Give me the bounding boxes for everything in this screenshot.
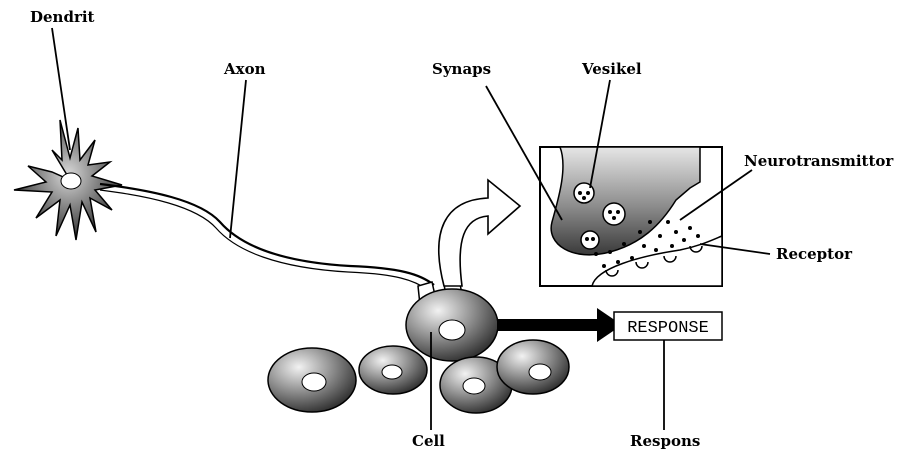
label-cell: Cell (412, 432, 445, 450)
cell-1 (268, 348, 356, 412)
cell-4 (497, 340, 569, 394)
response-box-text: RESPONSE (627, 319, 709, 338)
axon (100, 184, 434, 290)
zoom-arrow (439, 180, 520, 286)
cell-2 (359, 346, 427, 394)
target-cells (268, 289, 569, 413)
synapse-zoom-box (540, 147, 722, 286)
label-synaps: Synaps (432, 60, 491, 78)
response-arrow (497, 308, 622, 342)
response-box: RESPONSE (614, 312, 722, 340)
label-dendrit: Dendrit (30, 8, 95, 26)
cell-main (406, 289, 498, 361)
label-vesikel: Vesikel (581, 60, 642, 78)
label-axon: Axon (223, 60, 266, 78)
label-neurotransmittor: Neurotransmittor (744, 152, 894, 170)
label-receptor: Receptor (776, 245, 853, 263)
label-respons: Respons (630, 432, 700, 450)
